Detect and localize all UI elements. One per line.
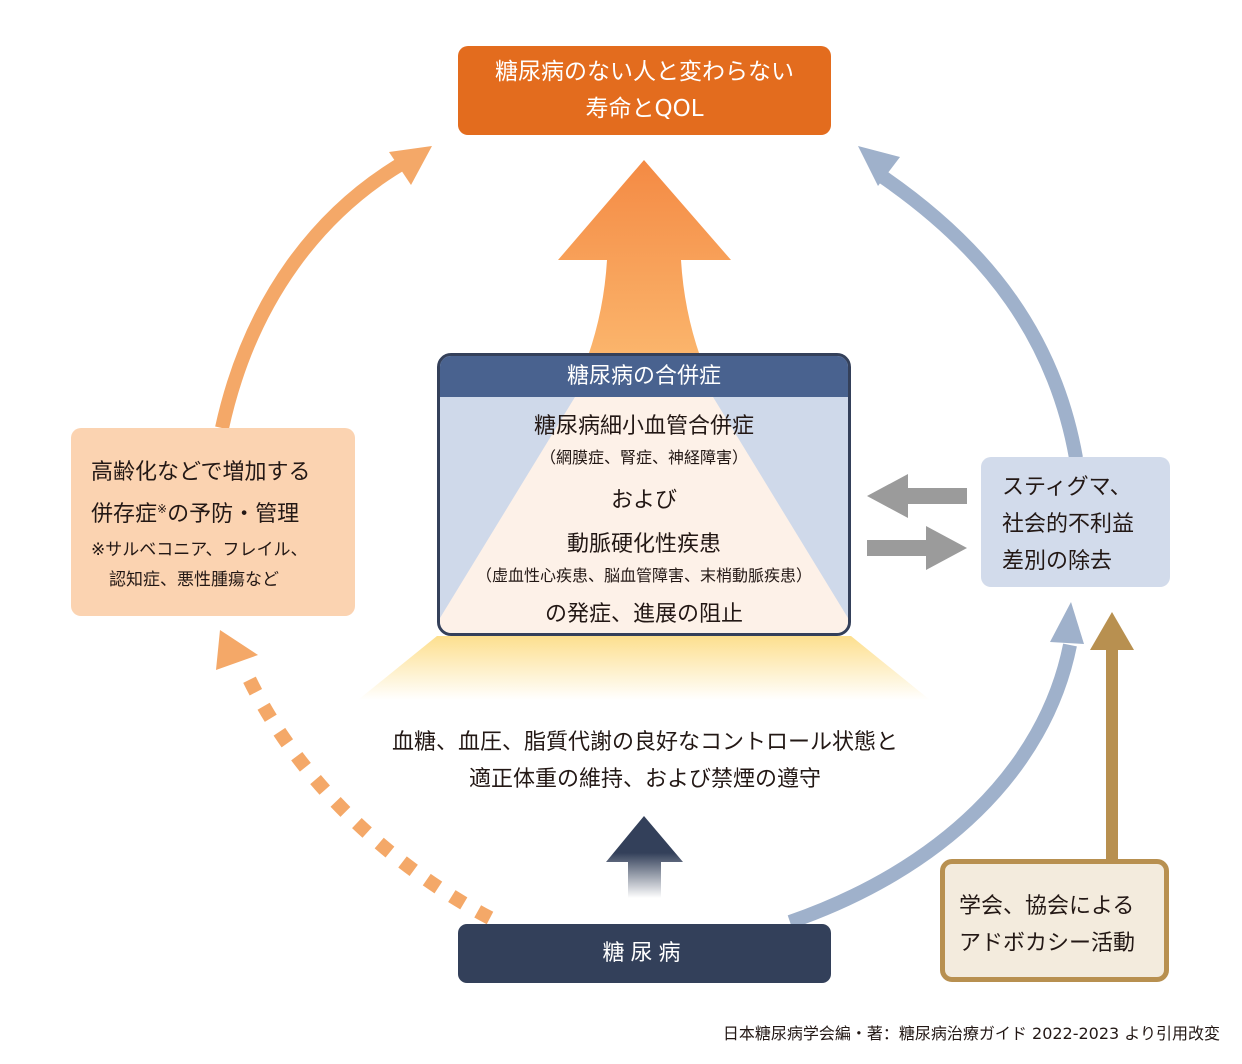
diabetes-box: 糖尿病 <box>458 924 831 983</box>
left-orange-arc <box>215 153 412 430</box>
comorbidity-note-1: ※サルベコニア、フレイル、 <box>91 540 308 560</box>
glow-trapezoid <box>358 636 930 700</box>
goal-line-2: 寿命とQOL <box>585 95 704 122</box>
footnote-mark: ※ <box>157 502 168 516</box>
goal-line-1: 糖尿病のない人と変わらない <box>495 58 794 85</box>
gray-right-arrow <box>867 526 967 570</box>
stigma-line-3: 差別の除去 <box>1002 549 1113 574</box>
comorbidity-term: 併存症 <box>91 502 158 527</box>
right-blue-arc-head <box>858 146 900 186</box>
stigma-line-2: 社会的不利益 <box>1002 512 1135 537</box>
dashed-orange-arc <box>237 665 494 925</box>
and-label: および <box>610 488 677 513</box>
source-citation: 日本糖尿病学会編・著：糖尿病治療ガイド 2022-2023 より引用改変 <box>722 1024 1220 1043</box>
control-text: 血糖、血圧、脂質代謝の良好なコントロール状態と 適正体重の維持、および禁煙の遵守 <box>340 724 950 798</box>
prevention-outcome: の発症、進展の阻止 <box>544 602 743 627</box>
control-line-2: 適正体重の維持、および禁煙の遵守 <box>468 767 821 792</box>
comorbidity-line-1: 高齢化などで増加する <box>91 460 311 485</box>
microvascular-title: 糖尿病細小血管合併症 <box>533 414 754 439</box>
gold-arrow-shaft <box>1106 648 1118 860</box>
comorbidity-line-2: 併存症※の予防・管理 <box>91 491 355 533</box>
bottom-blue-arc <box>787 643 1077 929</box>
gray-left-arrow <box>867 474 967 518</box>
advocacy-line-1: 学会、協会による <box>959 894 1135 919</box>
dashed-orange-arc-head <box>216 630 258 670</box>
macrovascular-title: 動脈硬化性疾患 <box>566 532 721 557</box>
bottom-blue-arc-head <box>1050 602 1084 644</box>
comorbidity-note-2: 認知症、悪性腫瘍など <box>109 570 279 590</box>
complications-pyramid <box>440 356 848 633</box>
comorbidity-action: の予防・管理 <box>167 502 300 527</box>
goal-box: 糖尿病のない人と変わらない 寿命とQOL <box>458 46 831 135</box>
advocacy-line-2: アドボカシー活動 <box>959 931 1136 956</box>
control-line-1: 血糖、血圧、脂質代謝の良好なコントロール状態と <box>391 730 898 755</box>
complications-box: 糖尿病の合併症 糖尿病細小血管合併症 （網膜症、腎症、神経障害） および 動脈硬… <box>437 353 851 636</box>
navy-up-arrow <box>606 816 683 898</box>
left-orange-arc-head <box>389 146 432 185</box>
stigma-line-1: スティグマ、 <box>1002 475 1132 500</box>
stigma-box: スティグマ、 社会的不利益 差別の除去 <box>981 457 1170 587</box>
complications-header: 糖尿病の合併症 <box>440 356 848 397</box>
microvascular-detail: （網膜症、腎症、神経障害） <box>539 448 748 467</box>
macrovascular-detail: （虚血性心疾患、脳血管障害、末梢動脈疾患） <box>475 566 812 585</box>
comorbidity-box: 高齢化などで増加する 併存症※の予防・管理 ※サルベコニア、フレイル、 認知症、… <box>71 428 355 616</box>
right-blue-arc <box>876 169 1083 460</box>
big-orange-up-arrow <box>558 160 731 356</box>
advocacy-box: 学会、協会による アドボカシー活動 <box>940 859 1169 982</box>
gold-arrow-head <box>1090 612 1134 650</box>
